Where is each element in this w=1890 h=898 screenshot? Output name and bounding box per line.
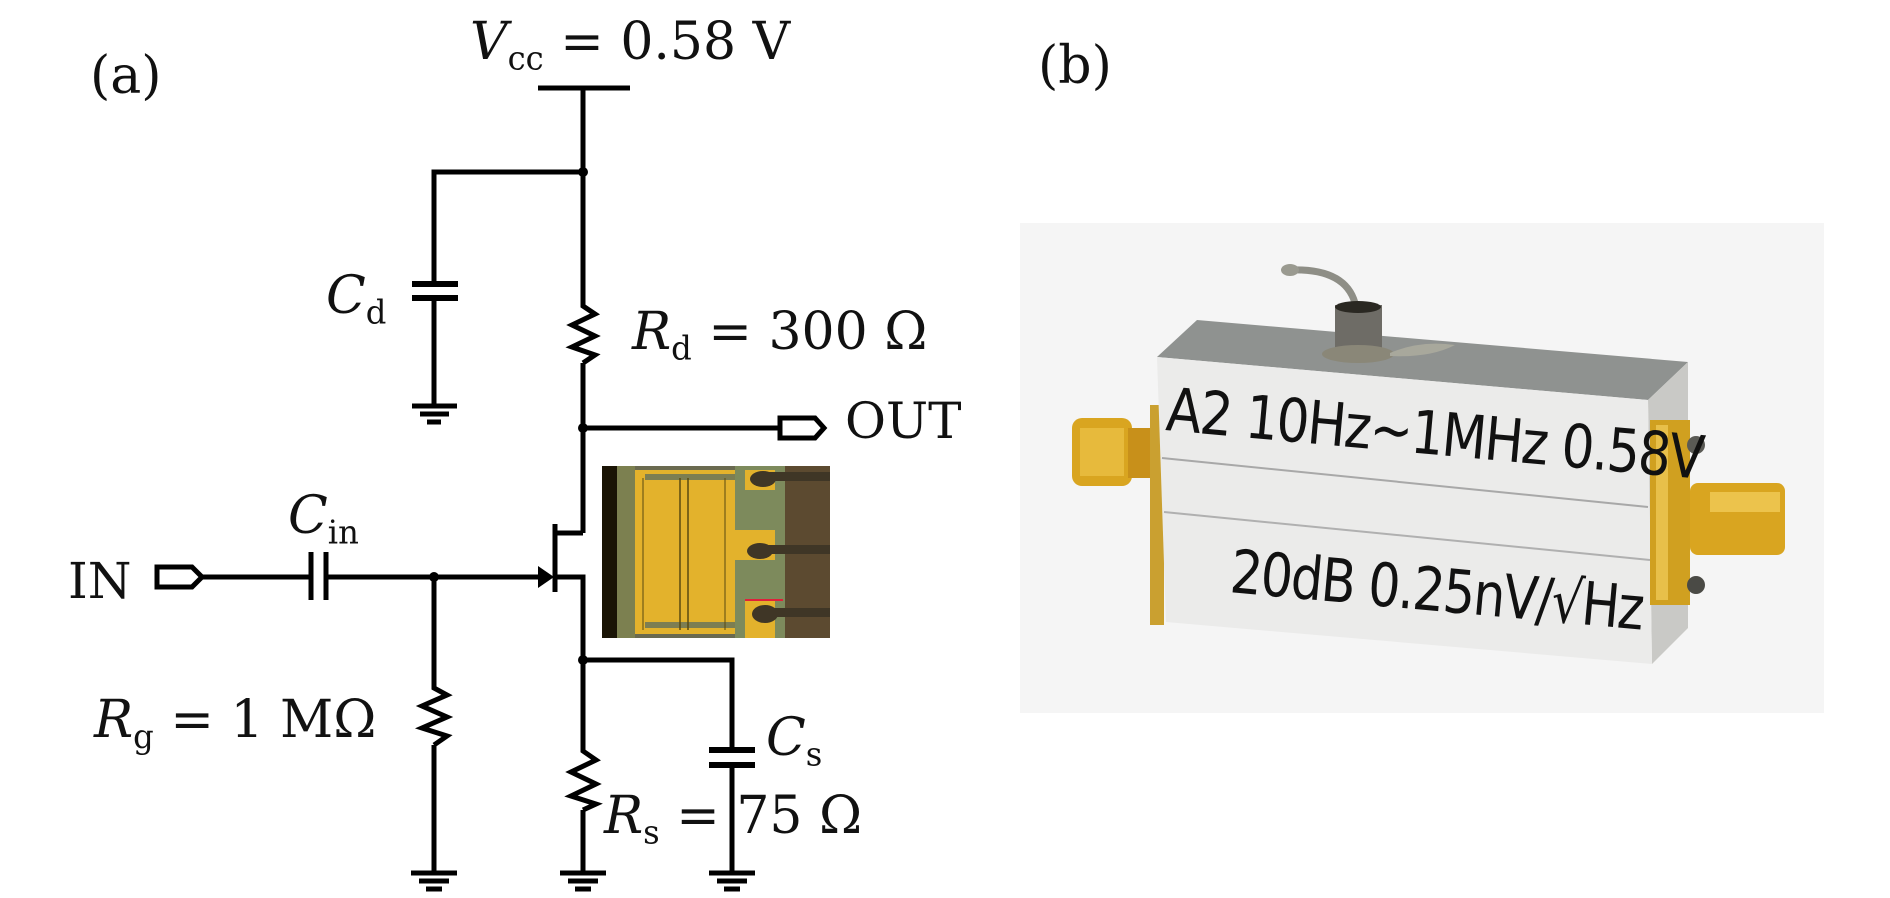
amplifier-photo [1020,223,1824,713]
out-port-label: OUT [845,392,962,450]
rg-value: 1 MΩ [230,690,377,750]
rs-resistor [564,745,603,813]
cd-symbol: C [326,266,366,326]
cs-wire-top [583,657,735,749]
sma-connector-right [1650,420,1785,605]
jfet-source-stub [555,574,586,745]
cd-label: Cd [326,270,386,329]
junction-dot [429,572,439,582]
rs-subscript: s [643,813,660,852]
panel-label-b: (b) [1038,36,1112,96]
junction-dot [578,655,588,665]
cd-wire-top [431,169,583,283]
cs-label: Cs [766,712,822,771]
rd-value: 300 Ω [768,302,928,362]
box-top-face [1157,320,1688,400]
cs-subscript: s [805,735,823,774]
box-front-face [1157,357,1652,664]
device-micrograph-inset [602,466,830,638]
in-port-label: IN [68,552,132,610]
ground-icon [411,870,457,892]
ground-icon [560,870,606,892]
rg-subscript: g [133,717,154,756]
vcc-subscript: cc [507,39,544,78]
vcc-value: 0.58 V [620,12,791,72]
cin-subscript: in [327,513,359,552]
rd-subscript: d [671,329,692,368]
ground-icon [412,403,457,425]
rs-value: 75 Ω [736,786,863,846]
vcc-symbol: V [470,12,508,72]
rg-resistor [414,682,454,748]
ground-icon [709,870,755,892]
junction-dot [578,423,588,433]
out-port-connector [777,415,828,441]
vcc-equals: = [560,12,604,72]
rg-label: Rg = 1 MΩ [94,694,376,753]
in-port-connector [154,564,206,590]
rs-equals: = [676,786,720,846]
rd-resistor [565,298,601,366]
rs-label: Rs = 75 Ω [604,790,862,849]
cin-label: Cin [288,490,359,549]
rg-symbol: R [94,690,134,750]
feedthrough-wire [1289,266,1359,305]
panel-label-a: (a) [90,46,162,106]
rd-label: Rd = 300 Ω [632,306,927,365]
rg-equals: = [170,690,214,750]
junction-dot [578,167,588,177]
rs-symbol: R [604,786,644,846]
cin-symbol: C [288,486,328,546]
rd-equals: = [708,302,752,362]
cs-symbol: C [766,708,806,768]
vcc-label: Vcc = 0.58 V [470,16,790,75]
cd-subscript: d [365,293,387,332]
jfet-gate-arrow [538,566,554,588]
rd-symbol: R [632,302,672,362]
